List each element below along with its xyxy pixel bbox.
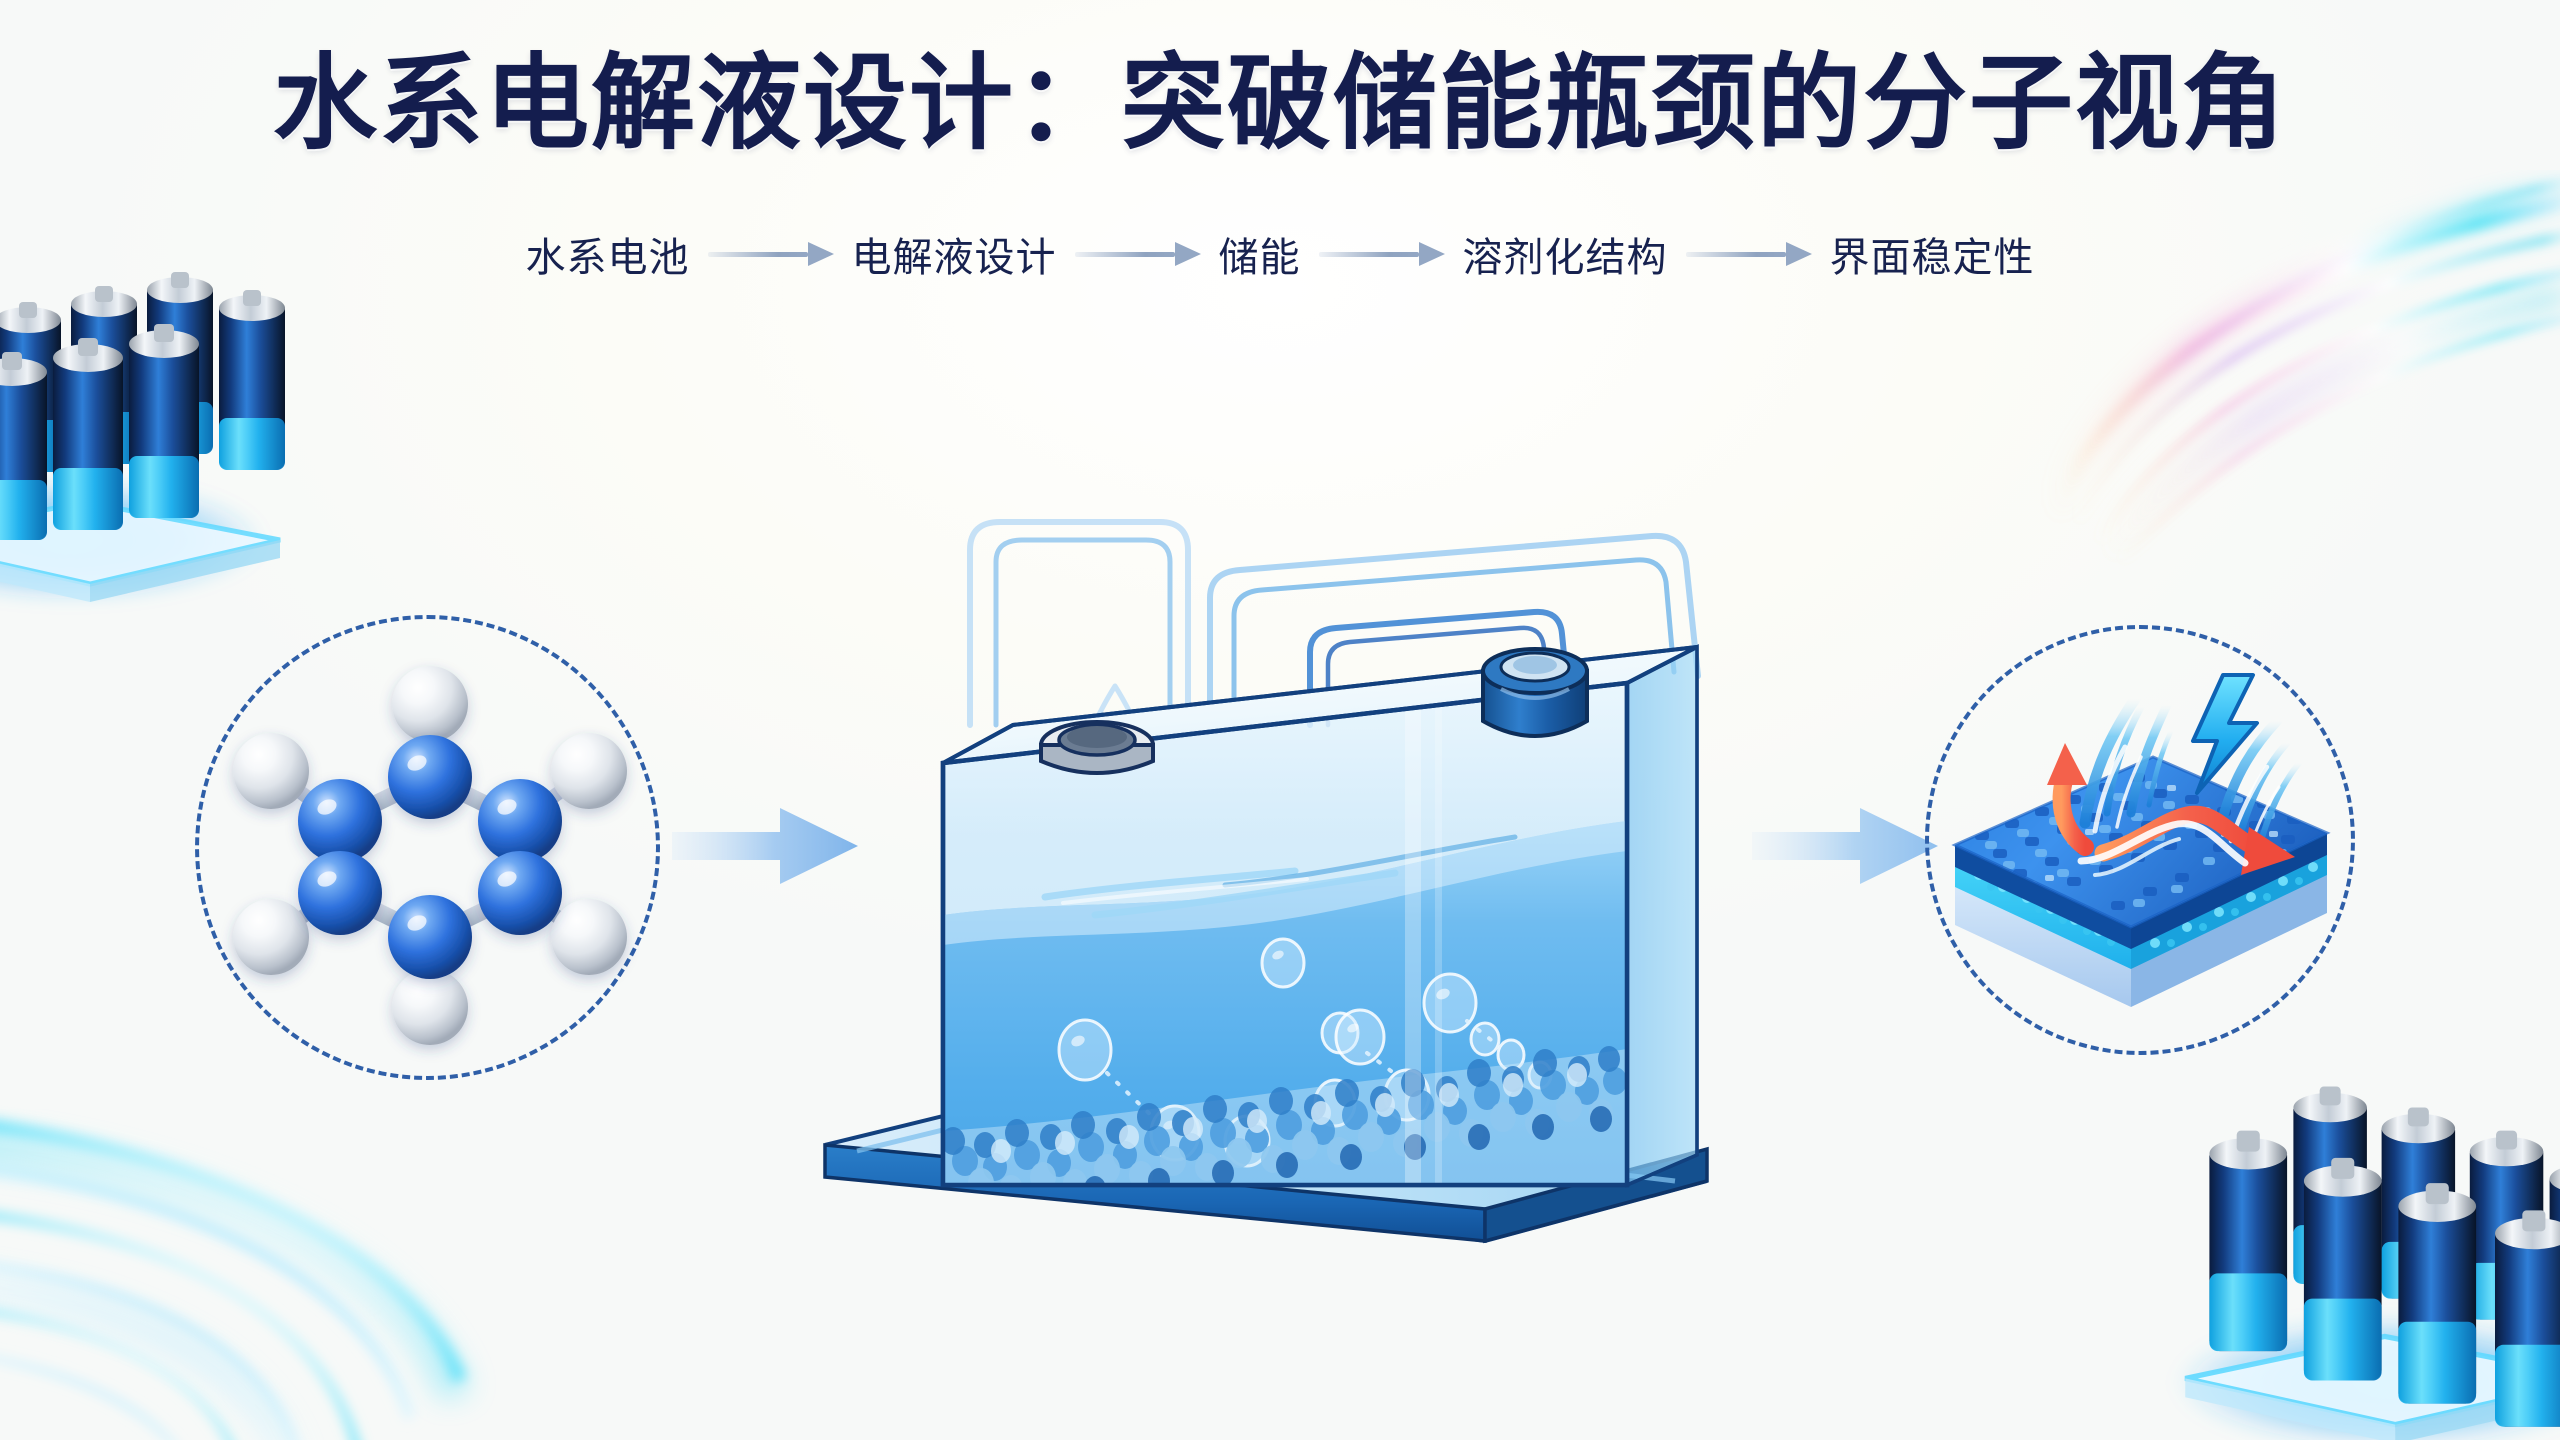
cell-cap-blue [1481,647,1589,738]
breadcrumb: 水系电池 电解液设计 储能 溶剂化结构 界面稳定性 [0,225,2560,283]
battery-cluster-top-left [0,272,285,602]
arrow-right-icon [1318,239,1445,269]
arrow-cell-to-interface [1752,800,1942,892]
light-streak-bottom-left [0,1120,471,1440]
breadcrumb-item-2[interactable]: 储能 [1218,236,1301,280]
flux-arrow-up [2047,743,2094,856]
cell-terminal-grey [1039,720,1155,775]
lightning-bolt-icon [2191,673,2259,795]
interface-stability-diagram [1951,673,2331,1007]
arrow-molecule-to-cell [672,800,862,892]
molecule-diagram [233,666,627,1045]
electrolyte-cell-diagram [823,644,1709,1244]
breadcrumb-item-1[interactable]: 电解液设计 [851,236,1057,280]
battery-cluster-bottom-right [2174,1086,2560,1440]
breadcrumb-item-3[interactable]: 溶剂化结构 [1462,236,1668,280]
arrow-right-icon [707,239,834,269]
arrow-right-icon [1074,239,1201,269]
arrow-right-icon [1685,239,1812,269]
breadcrumb-item-0[interactable]: 水系电池 [525,236,690,280]
interface-panel-ring [1925,625,2355,1055]
breadcrumb-item-4[interactable]: 界面稳定性 [1829,236,2035,280]
page-title: 水系电解液设计：突破储能瓶颈的分子视角 [272,46,2287,162]
molecule-panel-ring [195,615,660,1080]
